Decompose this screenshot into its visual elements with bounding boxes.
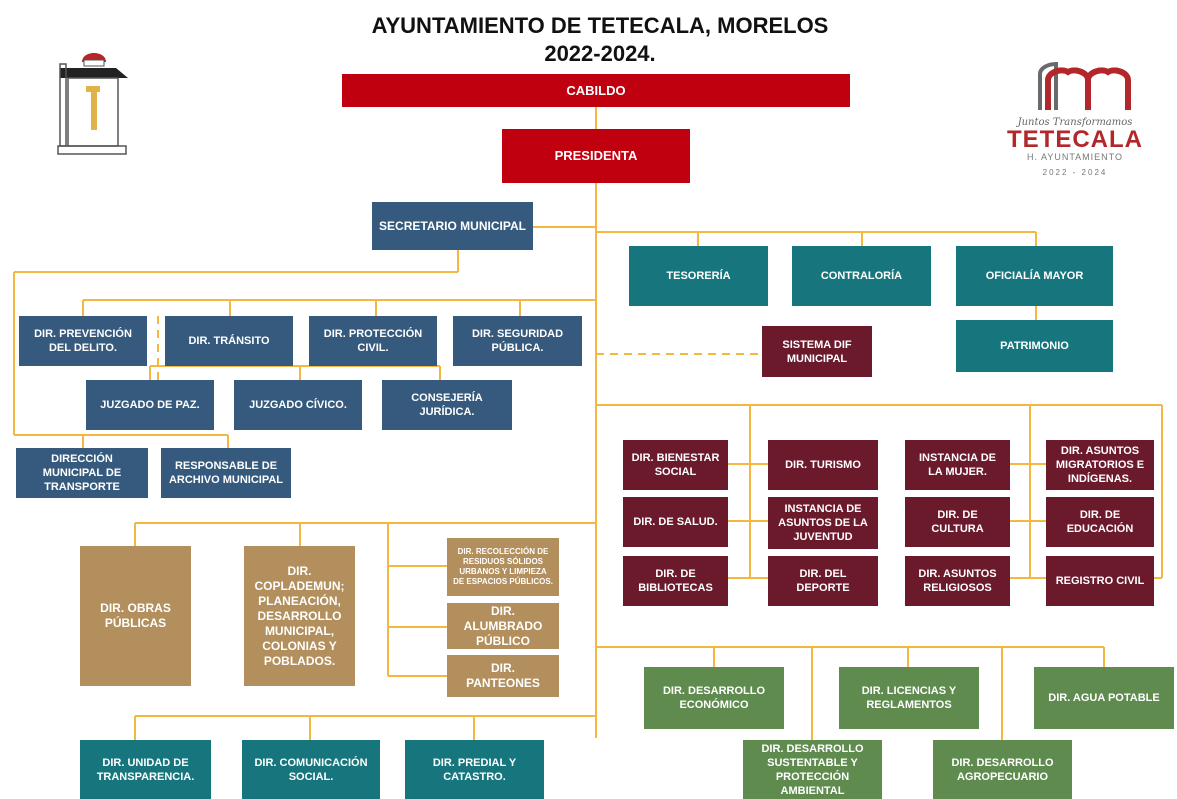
- box-patrimonio: PATRIMONIO: [956, 320, 1113, 372]
- box-presidenta: PRESIDENTA: [502, 129, 690, 183]
- box-proteccion-civil: DIR. PROTECCIÓN CIVIL.: [309, 316, 437, 366]
- tetecala-logo: Juntos Transformamos TETECALA H. AYUNTAM…: [990, 58, 1160, 177]
- box-desarrollo-economico: DIR. DESARROLLO ECONÓMICO: [644, 667, 784, 729]
- logo-years: 2022 - 2024: [1042, 168, 1108, 177]
- box-transito: DIR. TRÁNSITO: [165, 316, 293, 366]
- box-comunicacion-social: DIR. COMUNICACIÓN SOCIAL.: [242, 740, 380, 799]
- box-transparencia: DIR. UNIDAD DE TRANSPARENCIA.: [80, 740, 211, 799]
- box-juzgado-civico: JUZGADO CÍVICO.: [234, 380, 362, 430]
- box-cabildo: CABILDO: [342, 74, 850, 107]
- box-desarrollo-agropecuario: DIR. DESARROLLO AGROPECUARIO: [933, 740, 1072, 799]
- box-tesoreria: TESORERÍA: [629, 246, 768, 306]
- box-instancia-juventud: INSTANCIA DE ASUNTOS DE LA JUVENTUD: [768, 497, 878, 549]
- logo-tagline: Juntos Transformamos: [1017, 117, 1133, 128]
- box-agua-potable: DIR. AGUA POTABLE: [1034, 667, 1174, 729]
- box-contraloria: CONTRALORÍA: [792, 246, 931, 306]
- arches-icon: [1038, 61, 1131, 110]
- box-secretario-municipal: SECRETARIO MUNICIPAL: [372, 202, 533, 250]
- box-transporte: DIRECCIÓN MUNICIPAL DE TRANSPORTE: [16, 448, 148, 498]
- box-prevencion-delito: DIR. PREVENCIÓN DEL DELITO.: [19, 316, 147, 366]
- title-line-1: AYUNTAMIENTO DE TETECALA, MORELOS: [371, 13, 829, 38]
- box-predial-catastro: DIR. PREDIAL Y CATASTRO.: [405, 740, 544, 799]
- box-consejeria-juridica: CONSEJERÍA JURÍDICA.: [382, 380, 512, 430]
- box-deporte: DIR. DEL DEPORTE: [768, 556, 878, 606]
- box-bibliotecas: DIR. DE BIBLIOTECAS: [623, 556, 728, 606]
- box-asuntos-religiosos: DIR. ASUNTOS RELIGIOSOS: [905, 556, 1010, 606]
- box-turismo: DIR. TURISMO: [768, 440, 878, 490]
- box-coplademun: DIR. COPLADEMUN; PLANEACIÓN, DESARROLLO …: [244, 546, 355, 686]
- box-desarrollo-sustentable: DIR. DESARROLLO SUSTENTABLE Y PROTECCIÓN…: [743, 740, 882, 799]
- box-obras-publicas: DIR. OBRAS PÚBLICAS: [80, 546, 191, 686]
- logo-name: TETECALA: [1007, 126, 1143, 153]
- box-seguridad-publica: DIR. SEGURIDAD PÚBLICA.: [453, 316, 582, 366]
- box-cultura: DIR. DE CULTURA: [905, 497, 1010, 547]
- box-sistema-dif: SISTEMA DIF MUNICIPAL: [762, 326, 872, 377]
- box-alumbrado-publico: DIR. ALUMBRADO PÚBLICO: [447, 603, 559, 649]
- box-panteones: DIR. PANTEONES: [447, 655, 559, 697]
- box-juzgado-paz: JUZGADO DE PAZ.: [86, 380, 214, 430]
- box-salud: DIR. DE SALUD.: [623, 497, 728, 547]
- logo-subtitle: H. AYUNTAMIENTO: [1026, 152, 1123, 162]
- box-recoleccion-residuos: DIR. RECOLECCIÓN DE RESIDUOS SÓLIDOS URB…: [447, 538, 559, 596]
- podium-logo: [57, 53, 128, 155]
- box-oficialia-mayor: OFICIALÍA MAYOR: [956, 246, 1113, 306]
- title-line-2: 2022-2024.: [544, 41, 656, 66]
- box-bienestar-social: DIR. BIENESTAR SOCIAL: [623, 440, 728, 490]
- box-archivo-municipal: RESPONSABLE DE ARCHIVO MUNICIPAL: [161, 448, 291, 498]
- box-registro-civil: REGISTRO CIVIL: [1046, 556, 1154, 606]
- box-educacion: DIR. DE EDUCACIÓN: [1046, 497, 1154, 547]
- box-asuntos-migratorios: DIR. ASUNTOS MIGRATORIOS E INDÍGENAS.: [1046, 440, 1154, 490]
- page-title: AYUNTAMIENTO DE TETECALA, MORELOS 2022-2…: [340, 12, 860, 68]
- box-licencias-reglamentos: DIR. LICENCIAS Y REGLAMENTOS: [839, 667, 979, 729]
- box-instancia-mujer: INSTANCIA DE LA MUJER.: [905, 440, 1010, 490]
